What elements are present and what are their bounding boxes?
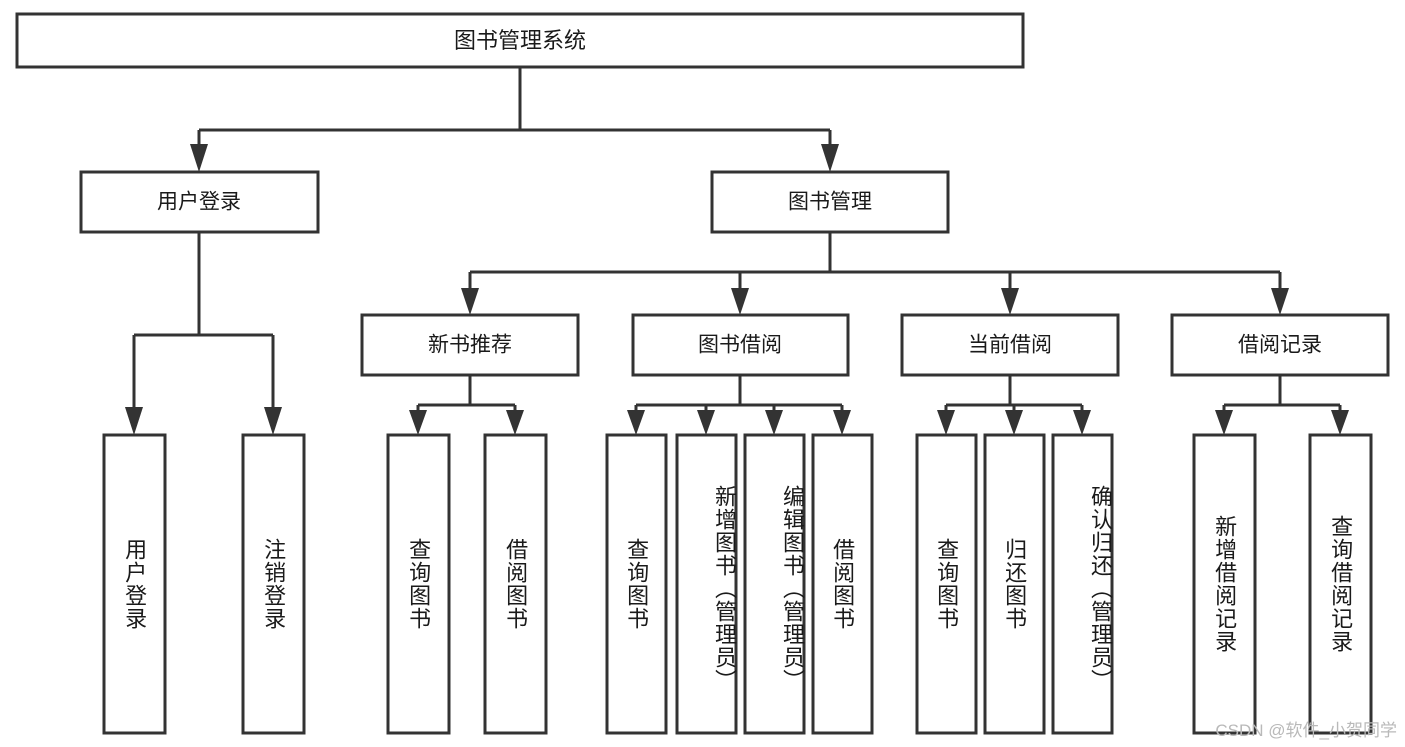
node-leaf-user-login-box[interactable] <box>102 433 167 735</box>
node-leaf-rec-query-box[interactable] <box>386 433 451 735</box>
node-book-manage[interactable]: 图书管理 <box>710 170 950 234</box>
node-book-borrow-box[interactable] <box>631 313 850 377</box>
node-leaf-bb-add-box[interactable] <box>675 433 738 735</box>
node-leaf-rec-borrow-box[interactable] <box>483 433 548 735</box>
arrow-head-new-book-rec <box>461 288 479 315</box>
arrow-head-book-borrow <box>731 288 749 315</box>
node-root-box[interactable] <box>15 12 1025 69</box>
arrow-head-leaf-bb-add <box>697 410 715 435</box>
arrow-head-leaf-bb-borrow <box>833 410 851 435</box>
arrow-head-leaf-cb-return <box>1005 410 1023 435</box>
node-user-login-box[interactable] <box>79 170 320 234</box>
arrow-head-leaf-user-login <box>125 407 143 435</box>
node-borrow-record[interactable]: 借阅记录 <box>1170 313 1390 377</box>
node-current-borrow-label: 当前借阅 <box>968 334 1052 357</box>
node-new-book-rec-label: 新书推荐 <box>428 334 512 357</box>
node-leaf-cb-confirm-box[interactable] <box>1051 433 1114 735</box>
node-leaf-bb-borrow-box[interactable] <box>811 433 874 735</box>
arrow-head-leaf-cb-confirm <box>1073 410 1091 435</box>
arrow-head-current-borrow <box>1001 288 1019 315</box>
arrow-head-user-login <box>190 144 208 172</box>
connector-layer <box>125 67 1349 435</box>
node-leaf-br-query-box[interactable] <box>1308 433 1373 735</box>
node-current-borrow-box[interactable] <box>900 313 1120 377</box>
node-user-login-label: 用户登录 <box>157 191 241 214</box>
node-borrow-record-box[interactable] <box>1170 313 1390 377</box>
node-leaf-bb-query-box[interactable] <box>605 433 668 735</box>
csdn-watermark: CSDN @软件_小贺同学 <box>1215 721 1397 740</box>
arrow-head-leaf-rec-query <box>409 410 427 435</box>
arrow-head-leaf-user-logout <box>264 407 282 435</box>
node-new-book-rec-box[interactable] <box>360 313 580 377</box>
node-new-book-rec[interactable]: 新书推荐 <box>360 313 580 377</box>
arrow-head-leaf-br-query <box>1331 410 1349 435</box>
arrow-head-leaf-bb-query <box>627 410 645 435</box>
arrow-head-borrow-record <box>1271 288 1289 315</box>
node-leaf-user-logout-box[interactable] <box>241 433 306 735</box>
arrow-head-leaf-br-add <box>1215 410 1233 435</box>
node-leaf-bb-edit-box[interactable] <box>743 433 806 735</box>
node-book-manage-label: 图书管理 <box>788 191 872 214</box>
node-book-borrow-label: 图书借阅 <box>698 334 782 357</box>
node-leaf-cb-query-box[interactable] <box>915 433 978 735</box>
node-book-borrow[interactable]: 图书借阅 <box>631 313 850 377</box>
node-current-borrow[interactable]: 当前借阅 <box>900 313 1120 377</box>
node-borrow-record-label: 借阅记录 <box>1238 334 1322 357</box>
node-leaf-br-add-box[interactable] <box>1192 433 1257 735</box>
arrow-head-leaf-rec-borrow <box>506 410 524 435</box>
node-leaf-cb-return-box[interactable] <box>983 433 1046 735</box>
arrow-head-leaf-cb-query <box>937 410 955 435</box>
node-root-label: 图书管理系统 <box>454 28 586 53</box>
node-root[interactable]: 图书管理系统 <box>15 12 1025 69</box>
arrow-head-book-manage <box>821 144 839 172</box>
node-book-manage-box[interactable] <box>710 170 950 234</box>
node-layer: 图书管理系统 用户登录 图书管理 新书推荐 图书借阅 当前 <box>15 12 1390 735</box>
arrow-head-leaf-bb-edit <box>765 410 783 435</box>
node-user-login[interactable]: 用户登录 <box>79 170 320 234</box>
